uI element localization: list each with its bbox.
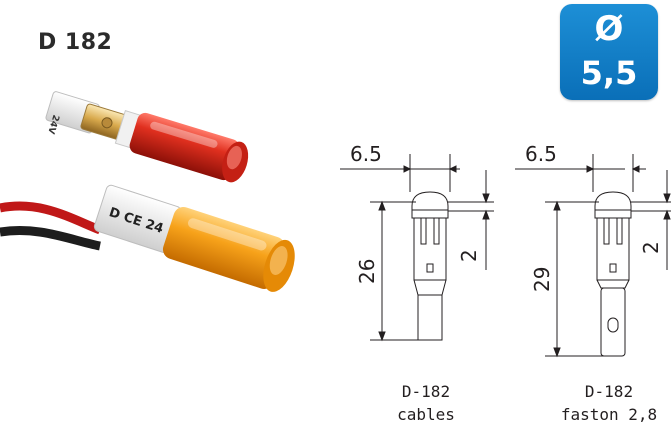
diameter-badge: Ø 5,5 [560, 4, 658, 100]
diameter-icon: Ø [594, 9, 624, 49]
drawing-faston [515, 154, 671, 358]
amber-indicator-lamp: D CE 24 [0, 184, 295, 292]
drawing-cables [340, 154, 494, 342]
width-dimension-label: 6.5 [525, 142, 557, 166]
height-dimension-label: 26 [355, 259, 379, 284]
width-dimension-label: 6.5 [350, 142, 382, 166]
caption-model: D-182 [401, 382, 451, 401]
caption-variant: faston 2,8 [560, 405, 658, 424]
technical-drawings: 6.5 26 2 6.5 29 2 [340, 142, 671, 358]
diameter-value: 5,5 [580, 54, 638, 92]
caption-variant: cables [397, 405, 455, 424]
caption-model: D-182 [584, 382, 634, 401]
product-title: D 182 [38, 30, 113, 55]
offset-dimension-label: 2 [639, 241, 663, 254]
red-indicator-lamp [45, 91, 249, 183]
product-photo: 24V D CE 24 [0, 91, 295, 292]
drawing-caption-faston: D-182 faston 2,8 [549, 380, 669, 426]
drawing-caption-cables: D-182 cables [366, 380, 486, 426]
offset-dimension-label: 2 [457, 249, 481, 262]
height-dimension-label: 29 [530, 267, 554, 292]
